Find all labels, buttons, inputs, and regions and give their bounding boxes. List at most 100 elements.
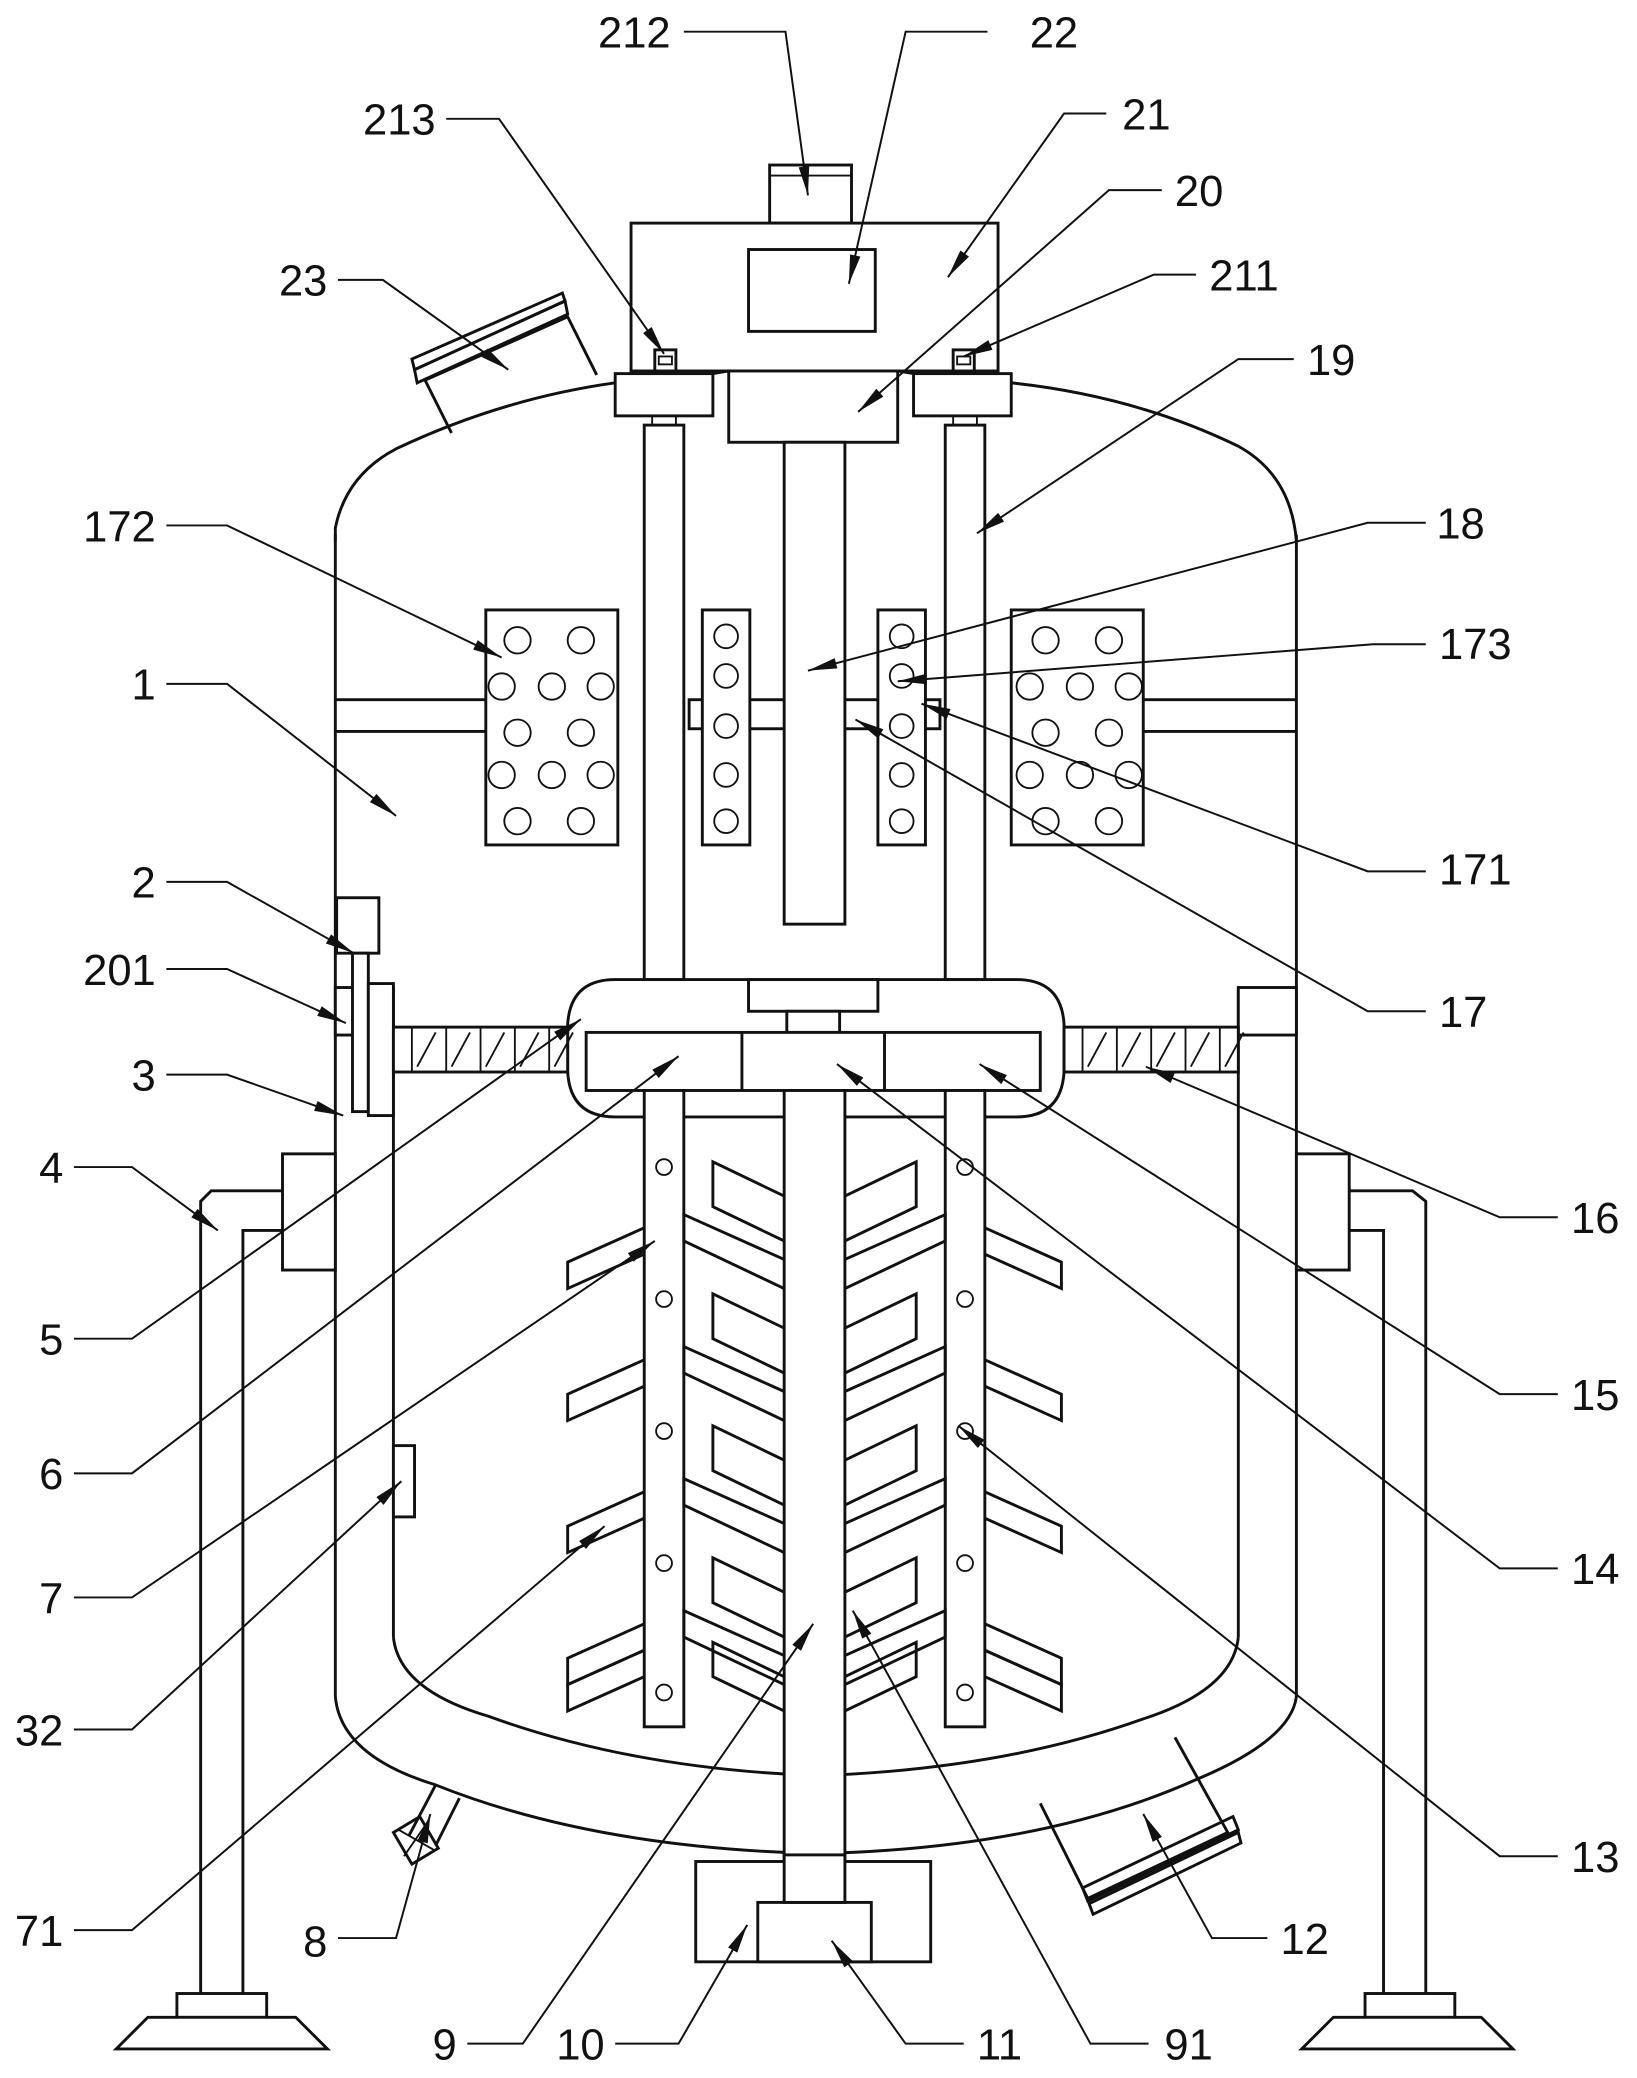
arrowhead <box>1143 1813 1162 1842</box>
callout-label: 212 <box>598 10 671 58</box>
callout-91: 91 <box>851 1610 1213 2070</box>
shaft-hole <box>655 1290 673 1308</box>
callout-label: 71 <box>15 1908 63 1956</box>
arrowhead <box>958 1425 985 1449</box>
leader-line <box>73 1480 403 1731</box>
callout-label: 32 <box>15 1707 63 1755</box>
callout-172: 172 <box>83 503 503 659</box>
shaft-hole <box>655 1422 673 1440</box>
hole <box>566 718 595 747</box>
hole <box>713 663 739 689</box>
arrowhead <box>807 658 838 671</box>
callout-label: 15 <box>1571 1372 1619 1420</box>
callout-label: 22 <box>1030 10 1078 58</box>
callout-11: 11 <box>830 1940 1022 2070</box>
arrowhead <box>979 1064 1007 1085</box>
leader-line <box>73 1166 219 1232</box>
leader-line <box>979 1063 1558 1396</box>
leader-line <box>337 1813 432 1940</box>
callout-label: 3 <box>132 1052 156 1100</box>
callout-label: 173 <box>1439 621 1512 669</box>
hole <box>888 808 915 834</box>
callout-label: 14 <box>1571 1546 1619 1594</box>
bottom-motor <box>694 1853 933 1964</box>
leader-line <box>166 1073 344 1117</box>
shaft-hole <box>655 1158 673 1176</box>
blade <box>844 1608 947 1686</box>
callout-18: 18 <box>807 501 1485 672</box>
callout-1: 1 <box>132 662 397 817</box>
blade <box>566 1648 645 1714</box>
blade <box>844 1640 918 1713</box>
callout-12: 12 <box>1142 1813 1329 1964</box>
arrowhead <box>376 1481 402 1505</box>
blade <box>844 1291 918 1375</box>
callout-label: 2 <box>132 860 156 908</box>
arrowhead <box>792 1623 814 1651</box>
callout-211: 211 <box>963 252 1279 358</box>
hole <box>888 663 915 689</box>
drain-valve-8 <box>391 1784 461 1867</box>
hole <box>1015 672 1044 701</box>
hole <box>1094 626 1124 655</box>
leader-line <box>166 880 355 955</box>
hole <box>713 713 739 739</box>
leader-line <box>963 273 1197 358</box>
hole <box>586 760 615 790</box>
callout-10: 10 <box>556 1924 749 2070</box>
callout-label: 8 <box>303 1919 327 1967</box>
callout-20: 20 <box>857 168 1223 413</box>
filter-holes <box>487 623 1143 836</box>
leader-line <box>615 1924 749 2045</box>
blade <box>682 1476 785 1554</box>
leader-line <box>854 718 1426 1013</box>
leader-line <box>847 30 988 285</box>
control-box <box>747 248 877 333</box>
callout-label: 16 <box>1571 1195 1619 1243</box>
hole <box>1065 672 1095 701</box>
leader-line <box>73 1240 656 1599</box>
inlet-23 <box>410 291 599 434</box>
leader-line <box>337 278 509 371</box>
callout-label: 23 <box>279 258 327 306</box>
arrowhead <box>855 719 884 739</box>
hole <box>537 760 566 790</box>
hole <box>1015 760 1044 790</box>
arrowhead <box>473 640 502 658</box>
arrowhead <box>554 1019 581 1041</box>
callout-23: 23 <box>279 258 509 371</box>
arrowhead <box>897 673 928 685</box>
hatch-stroke <box>553 1031 574 1068</box>
callout-label: 201 <box>83 947 156 995</box>
blade <box>682 1344 785 1422</box>
arrowhead <box>728 1924 748 1953</box>
blade <box>566 1358 645 1423</box>
shaft-hole <box>956 1554 974 1572</box>
callout-label: 20 <box>1175 168 1223 216</box>
sensor-32 <box>391 1444 416 1519</box>
blade <box>844 1159 918 1243</box>
blade <box>711 1291 785 1375</box>
leader-line <box>851 1610 1149 2045</box>
callout-label: 19 <box>1307 337 1355 385</box>
hole <box>1114 672 1143 701</box>
callout-label: 1 <box>132 662 156 710</box>
shaft-hole <box>956 1290 974 1308</box>
callout-71: 71 <box>15 1525 606 1956</box>
leader-line <box>947 112 1107 278</box>
callout-213: 213 <box>363 97 665 355</box>
leader-line <box>857 189 1162 413</box>
arrowhead <box>852 1610 872 1639</box>
hole <box>1031 718 1060 747</box>
blade <box>844 1476 947 1554</box>
leader-line <box>807 521 1426 672</box>
callout-22: 22 <box>847 10 1078 285</box>
hole <box>503 718 532 747</box>
leader-line <box>957 1425 1558 1858</box>
leader-line <box>836 1063 1558 1570</box>
callout-173: 173 <box>897 621 1512 685</box>
blade <box>844 1423 918 1507</box>
leader-line <box>467 1623 815 2045</box>
arrowhead <box>325 934 354 954</box>
callout-212: 212 <box>598 10 810 196</box>
